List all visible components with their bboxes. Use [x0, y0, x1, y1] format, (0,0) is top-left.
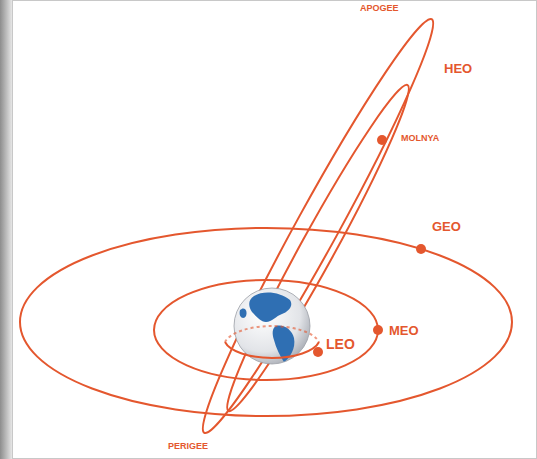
- orbit-label: GEO: [432, 220, 461, 233]
- geo-satellite: [416, 244, 426, 254]
- molnya-orbit: [213, 77, 422, 419]
- continents: [240, 293, 295, 362]
- apogee-label: APOGEE: [360, 4, 399, 13]
- meo-orbit: [154, 280, 378, 380]
- geo-orbit: [20, 228, 512, 416]
- orbit-label: LEO: [326, 337, 355, 351]
- meo-satellite: [373, 325, 383, 335]
- perigee-label: PERIGEE: [168, 442, 208, 451]
- side-shade: [0, 0, 12, 459]
- earth: [234, 288, 310, 364]
- heo-orbit: [186, 9, 450, 443]
- orbit-label: HEO: [444, 62, 472, 75]
- leo-orbit-back: [225, 326, 319, 342]
- leo-orbit: [225, 342, 319, 358]
- orbit-label: MEO: [389, 324, 419, 337]
- orbit-label: MOLNYA: [401, 134, 439, 143]
- molnya-satellite: [377, 135, 387, 145]
- frame-border: [13, 1, 537, 459]
- leo-satellite: [313, 347, 323, 357]
